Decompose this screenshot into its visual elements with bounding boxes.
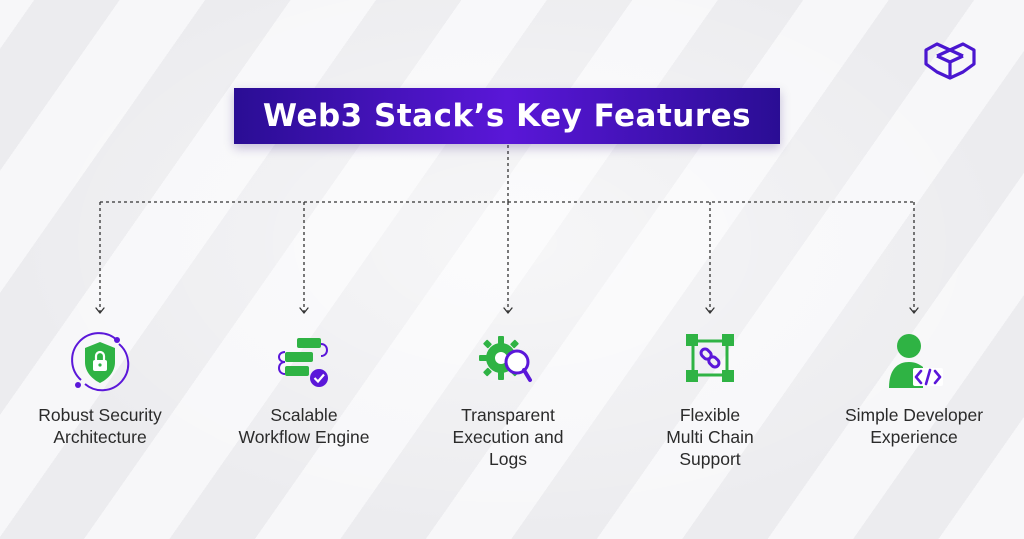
feature-label: Flexible Multi Chain Support	[666, 405, 754, 469]
feature-transparent-execution: Transparent Execution and Logs	[413, 330, 603, 470]
arrow-head-1	[95, 307, 105, 315]
feature-label: Transparent Execution and Logs	[452, 405, 564, 469]
feature-simple-developer: Simple Developer Experience	[819, 330, 1009, 448]
developer-code-icon	[889, 334, 943, 388]
feature-label: Scalable Workflow Engine	[238, 405, 370, 447]
page-title: Web3 Stack’s Key Features	[262, 98, 752, 134]
cube-logo-icon	[924, 42, 976, 80]
arrow-head-2	[299, 307, 309, 315]
feature-robust-security: Robust Security Architecture	[5, 330, 195, 448]
chain-network-icon	[686, 334, 734, 382]
arrow-head-4	[705, 307, 715, 315]
shield-lock-icon	[71, 332, 130, 392]
gear-magnifier-icon	[479, 336, 532, 382]
feature-label: Robust Security Architecture	[38, 405, 162, 447]
title-banner: Web3 Stack’s Key Features	[234, 88, 780, 144]
feature-scalable-workflow: Scalable Workflow Engine	[209, 330, 399, 448]
arrow-head-5	[909, 307, 919, 315]
workflow-blocks-icon	[278, 338, 328, 387]
feature-flexible-multichain: Flexible Multi Chain Support	[615, 330, 805, 470]
feature-label: Simple Developer Experience	[844, 405, 984, 447]
arrow-head-3	[503, 307, 513, 315]
